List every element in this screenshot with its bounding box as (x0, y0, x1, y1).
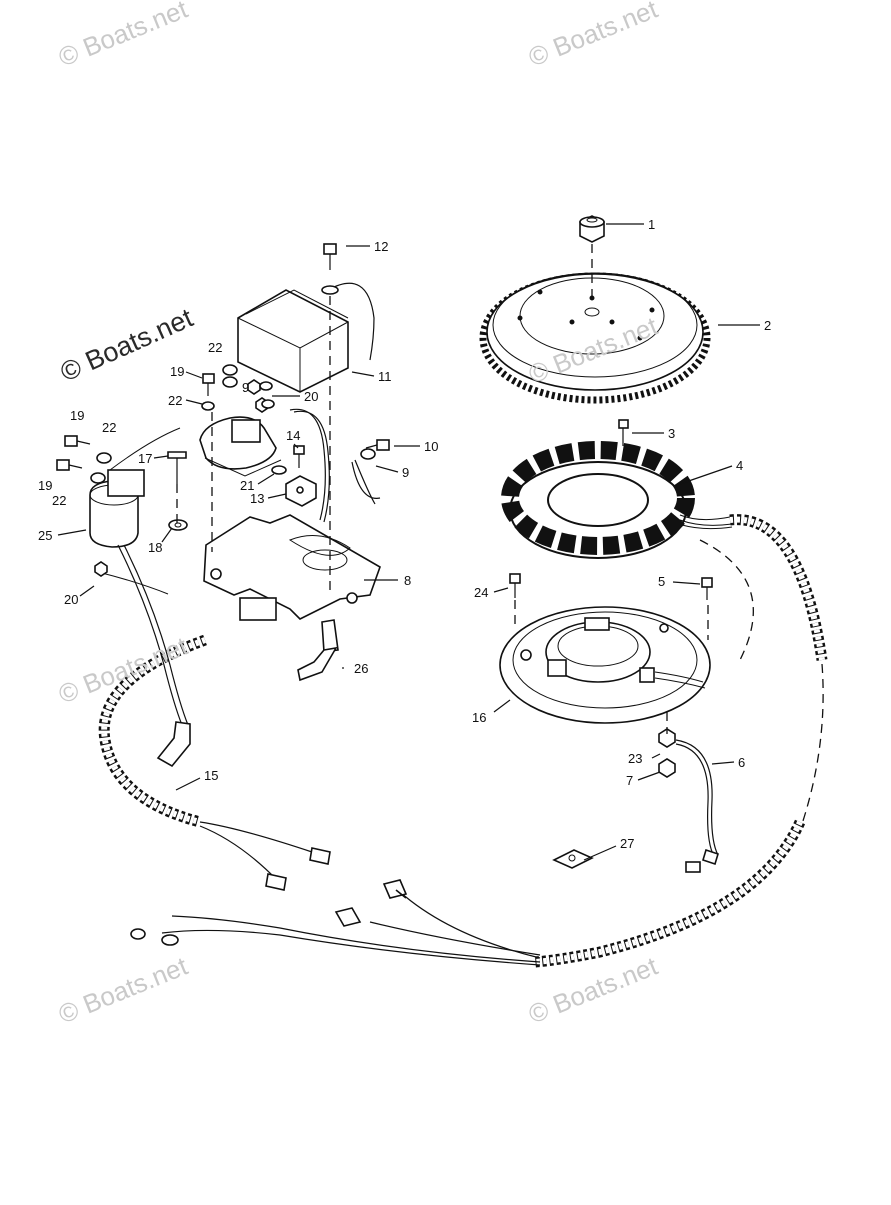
callout-25: 25 (38, 528, 52, 543)
callout-17: 17 (138, 451, 152, 466)
callout-19a: 19 (170, 364, 184, 379)
retainer-screw-24 (509, 573, 521, 598)
flywheel-nut (579, 215, 605, 243)
callout-22b: 22 (168, 393, 182, 408)
callout-11: 11 (378, 369, 392, 384)
callout-5: 5 (658, 574, 665, 589)
callout-3: 3 (668, 426, 675, 441)
callout-20a: 20 (304, 389, 318, 404)
callout-9b: 9 (402, 465, 409, 480)
main-harness (130, 879, 541, 966)
callout-15: 15 (204, 768, 218, 783)
callout-12: 12 (374, 239, 388, 254)
callout-21: 21 (240, 478, 254, 493)
callout-22a: 22 (208, 340, 222, 355)
callout-20b: 20 (64, 592, 78, 607)
coil-center (199, 408, 330, 523)
ignition-harness (98, 634, 331, 891)
stator-screw (618, 419, 629, 446)
callout-19c: 19 (38, 478, 52, 493)
flywheel (479, 272, 711, 404)
ignition-coil (89, 427, 191, 768)
callout-2: 2 (764, 318, 771, 333)
callout-10: 10 (424, 439, 438, 454)
callout-18: 18 (148, 540, 162, 555)
ground-lead (658, 728, 719, 873)
timer-base-screw-5 (701, 577, 713, 600)
callout-19b: 19 (70, 408, 84, 423)
callout-26: 26 (354, 661, 368, 676)
callout-7: 7 (626, 773, 633, 788)
callout-23: 23 (628, 751, 642, 766)
callout-numbers: 1 2 3 4 5 6 7 8 9 9 10 11 12 13 14 15 16… (38, 217, 771, 851)
screw-10 (351, 439, 390, 505)
callout-14: 14 (286, 428, 300, 443)
wire-clip (552, 849, 594, 869)
callout-24: 24 (474, 585, 488, 600)
stator (501, 441, 733, 559)
callout-22d: 22 (52, 493, 66, 508)
switch-box (237, 282, 375, 393)
switch-box-screw (323, 243, 337, 270)
callout-22c: 22 (102, 420, 116, 435)
stator-harness (514, 514, 828, 968)
callout-4: 4 (736, 458, 743, 473)
coil-screws-washers (56, 435, 188, 577)
mounting-plate (203, 514, 381, 682)
callout-9a: 9 (242, 380, 249, 395)
callout-27: 27 (620, 836, 634, 851)
terminal-block (271, 445, 317, 507)
callout-13: 13 (250, 491, 264, 506)
callout-6: 6 (738, 755, 745, 770)
callout-8: 8 (404, 573, 411, 588)
callout-16: 16 (472, 710, 486, 725)
alignment-lines (176, 244, 593, 596)
leader-lines (57, 223, 760, 861)
callout-1: 1 (648, 217, 655, 232)
timer-base (499, 606, 711, 724)
box-hardware (201, 364, 275, 413)
